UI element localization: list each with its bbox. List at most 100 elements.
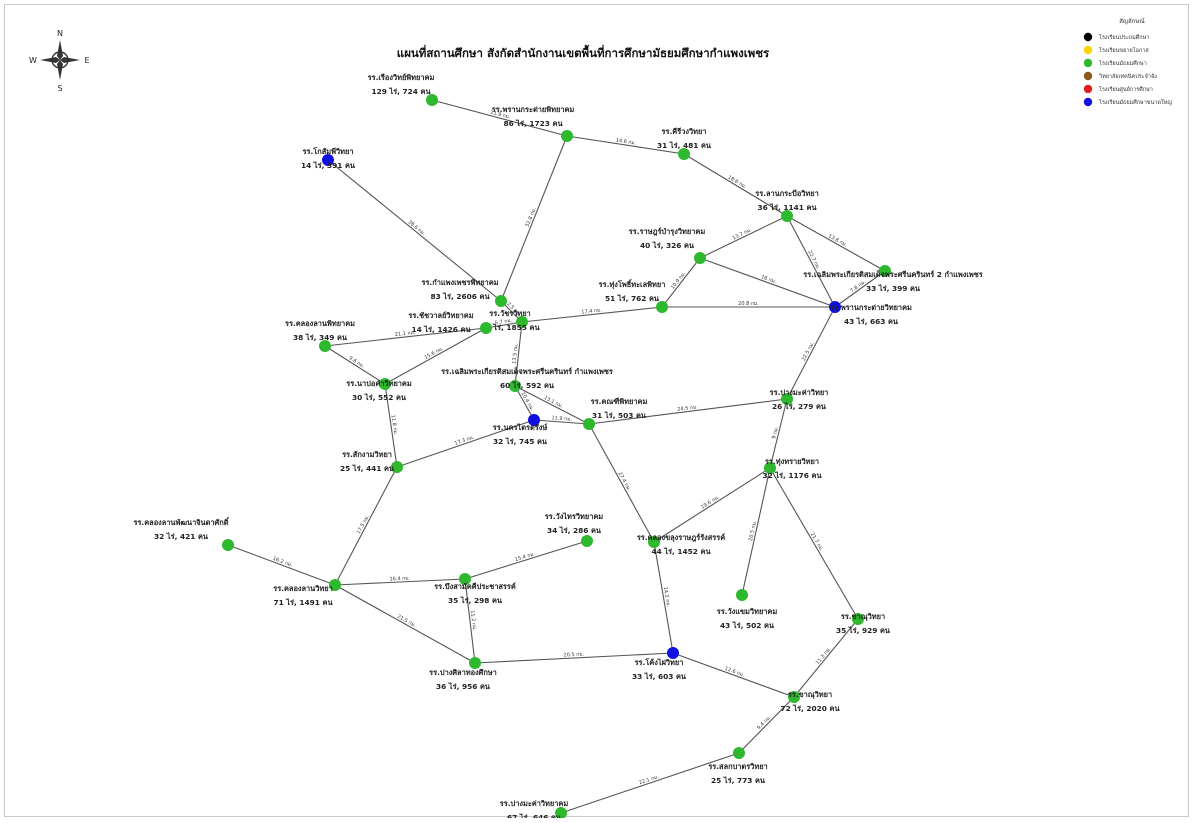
edge-distance-label: 13.5 กม. xyxy=(511,343,519,365)
school-name-label: รร.คลองลานพัฒนาจินดาศักดิ์ xyxy=(133,516,229,527)
school-info-label: 26 ไร่, 279 คน xyxy=(772,402,827,411)
school-marker[interactable] xyxy=(788,691,800,703)
school-name-label: รร.พรานกระต่ายวิทยาคม xyxy=(830,303,912,312)
school-marker[interactable] xyxy=(581,535,593,547)
edge-distance-label: 13.8 กม. xyxy=(827,233,848,249)
school-name-label: รร.เรืองวิทย์พิทยาคม xyxy=(368,73,435,82)
school-name-label: รร.วังไทรวิทยาคม xyxy=(545,512,604,521)
school-marker[interactable] xyxy=(852,613,864,625)
school-marker[interactable] xyxy=(528,414,540,426)
school-name-label: รร.เฉลิมพระเกียรติสมเด็จพระศรีนครินทร์ 2… xyxy=(803,269,983,279)
legend-item-label: โรงเรียนมัธยมศึกษา xyxy=(1099,59,1147,67)
school-name-label: รร.ทุ่งทรายวิทยา xyxy=(765,457,819,466)
edge-distance-label: 21.7 กม. xyxy=(809,532,825,553)
school-marker[interactable] xyxy=(426,94,438,106)
road-edge xyxy=(653,541,674,654)
school-marker[interactable] xyxy=(459,573,471,585)
school-marker[interactable] xyxy=(678,148,690,160)
edge-distance-label: 22.1 กม. xyxy=(638,774,660,786)
compass-w: W xyxy=(29,56,37,65)
school-marker[interactable] xyxy=(319,340,331,352)
road-edge xyxy=(738,696,795,754)
school-marker[interactable] xyxy=(736,589,748,601)
school-marker[interactable] xyxy=(781,393,793,405)
road-edge xyxy=(672,652,795,698)
school-name-label: รร.โกสัมพีวิทยา xyxy=(303,146,354,156)
road-edge xyxy=(699,215,788,259)
school-name-label: รร.วัชรวิทยา xyxy=(489,309,530,318)
school-marker[interactable] xyxy=(222,539,234,551)
school-marker[interactable] xyxy=(583,418,595,430)
school-marker[interactable] xyxy=(391,461,403,473)
school-info-label: 60 ไร่, 592 คน xyxy=(500,381,555,390)
map-frame: แผนที่สถานศึกษา สังกัดสำนักงานเขตพื้นที่… xyxy=(4,4,1190,818)
road-edge xyxy=(227,544,336,586)
compass-n: N xyxy=(57,29,63,38)
edge-distance-label: 14.2 กม. xyxy=(662,586,671,608)
edge-distance-label: 10.9 กม. xyxy=(670,270,688,290)
school-marker[interactable] xyxy=(509,380,521,392)
school-marker[interactable] xyxy=(480,322,492,334)
school-marker[interactable] xyxy=(495,295,507,307)
school-name-label: รร.ขาณุวิทยา xyxy=(841,612,885,621)
school-marker[interactable] xyxy=(469,657,481,669)
edge-distance-label: 14.6 กม. xyxy=(615,138,637,147)
school-marker[interactable] xyxy=(667,647,679,659)
school-name-label: รร.คีรีวงวิทยา xyxy=(662,127,707,136)
road-edge xyxy=(324,345,386,385)
school-info-label: 32 ไร่, 745 คน xyxy=(493,437,548,446)
school-info-label: 44 ไร่, 1452 คน xyxy=(651,547,711,556)
school-info-label: 35 ไร่, 929 คน xyxy=(836,626,891,635)
school-marker[interactable] xyxy=(322,154,334,166)
school-marker[interactable] xyxy=(561,130,573,142)
school-marker[interactable] xyxy=(764,462,776,474)
school-marker[interactable] xyxy=(694,252,706,264)
school-name-label: รร.คลองลานพิทยาคม xyxy=(285,319,355,328)
road-edge xyxy=(464,540,588,580)
legend-swatch xyxy=(1083,45,1093,55)
legend-swatch xyxy=(1083,84,1093,94)
school-info-label: 31 ไร่, 481 คน xyxy=(657,141,712,150)
road-edge xyxy=(514,385,535,421)
legend-item-label: โรงเรียนประถมศึกษา xyxy=(1099,33,1149,41)
school-marker[interactable] xyxy=(656,301,668,313)
school-marker[interactable] xyxy=(329,579,341,591)
school-marker[interactable] xyxy=(733,747,745,759)
school-info-label: 30 ไร่, 552 คน xyxy=(352,393,407,402)
legend-swatch xyxy=(1083,32,1093,42)
school-network-map[interactable]: แผนที่สถานศึกษา สังกัดสำนักงานเขตพื้นที่… xyxy=(5,5,1190,818)
school-info-label: 35 ไร่, 298 คน xyxy=(448,596,503,605)
school-info-label: 36 ไร่, 1141 คน xyxy=(757,203,817,212)
edge-distance-label: 21.5 กม. xyxy=(396,614,417,629)
school-marker[interactable] xyxy=(379,378,391,390)
school-info-label: 83 ไร่, 2606 คน xyxy=(430,292,490,301)
road-edge xyxy=(786,215,886,272)
school-name-label: รร.คลองลานวิทยา xyxy=(273,584,333,593)
road-edge xyxy=(786,215,836,308)
school-marker[interactable] xyxy=(648,536,660,548)
school-name-label: รร.ขาณุวิทยา xyxy=(788,690,832,699)
legend-item-label: วิทยาลัยเทคนิคประจำจัง xyxy=(1098,73,1157,80)
school-marker[interactable] xyxy=(516,316,528,328)
edge-distance-label: 12.6 กม. xyxy=(724,666,746,679)
edge-distance-label: 27.4 กม. xyxy=(617,471,632,492)
school-name-label: รร.วังแขมวิทยาคม xyxy=(717,607,778,616)
school-name-label: รร.ปางมะค่าวิทยา xyxy=(770,388,829,397)
school-marker[interactable] xyxy=(879,265,891,277)
road-edge xyxy=(834,270,886,308)
school-marker[interactable] xyxy=(555,807,567,818)
compass-e: E xyxy=(84,56,89,65)
school-info-label: 38 ไร่, 349 คน xyxy=(293,333,348,342)
road-edge xyxy=(533,419,590,425)
edge-distance-label: 7.8 กม. xyxy=(849,279,867,294)
legend-item-label: โรงเรียนศูนย์การศึกษา xyxy=(1099,85,1153,93)
school-marker[interactable] xyxy=(781,210,793,222)
road-edge xyxy=(334,466,398,586)
edge-distance-label: 20.5 กม. xyxy=(748,520,758,542)
school-name-label: รร.นครไตรตรึงษ์ xyxy=(493,423,548,432)
road-edge xyxy=(396,419,535,468)
school-marker[interactable] xyxy=(829,301,841,313)
edge-distance-label: 24.5 กม. xyxy=(677,404,699,413)
legend-swatch xyxy=(1083,58,1093,68)
road-edge xyxy=(474,652,674,664)
